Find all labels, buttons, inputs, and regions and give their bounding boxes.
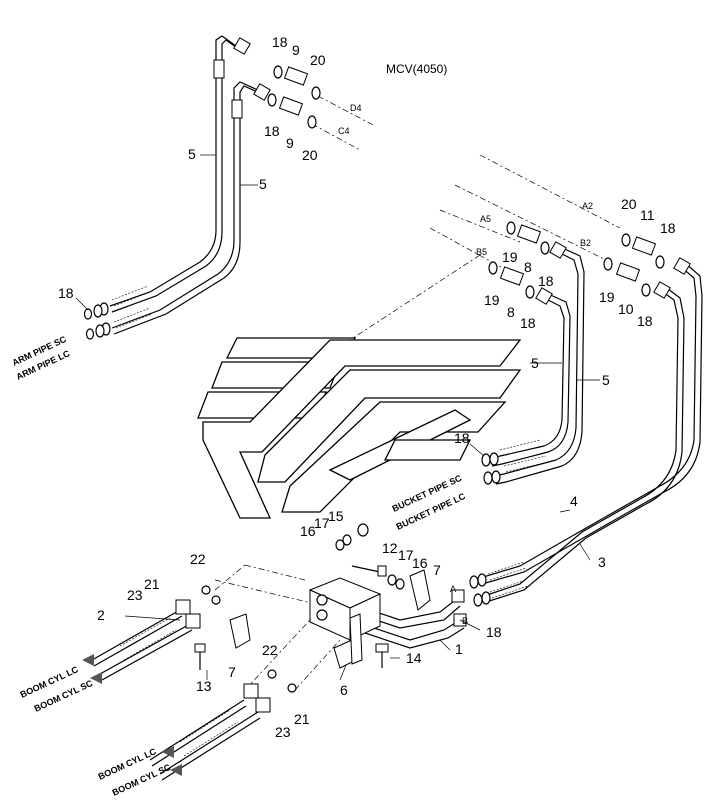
arm-pipe-5a [109, 35, 251, 313]
callout-21: 21 [294, 711, 310, 727]
clamp-7-upper [409, 569, 431, 611]
callout-12: 12 [382, 540, 398, 556]
callout-3: 3 [598, 554, 606, 570]
callout-14: 14 [406, 650, 422, 666]
bolt-13 [194, 643, 206, 670]
callout-9: 9 [286, 135, 294, 151]
boom-hose-2-upper [91, 585, 221, 681]
bolt-12 [351, 565, 387, 577]
callout-18: 18 [272, 34, 288, 50]
bucket-pipe-5c [489, 287, 571, 467]
arrow-icons [82, 654, 182, 776]
callout-1: 1 [455, 641, 463, 657]
washers-15-17 [335, 523, 405, 590]
bucket-pipe-end-fittings [481, 439, 549, 485]
callout-17: 17 [314, 515, 330, 531]
port-label-a5: A5 [480, 214, 491, 224]
callout-19: 19 [599, 289, 615, 305]
boom-hose-2-lower [149, 669, 297, 781]
callout-20: 20 [302, 147, 318, 163]
callout-18: 18 [538, 273, 554, 289]
fitting-9-upper [273, 65, 321, 100]
fitting-9-lower [267, 93, 317, 129]
callout-15: 15 [328, 508, 344, 524]
callout-11: 11 [640, 207, 655, 223]
port-label-c4: C4 [338, 126, 350, 136]
callout-18: 18 [58, 285, 74, 301]
bracket-6 [333, 613, 363, 669]
callout-18: 18 [454, 430, 470, 446]
boom-pipe-4 [479, 257, 703, 585]
fitting-10 [603, 257, 651, 297]
port-label-d4: D4 [350, 103, 362, 113]
callout-18: 18 [660, 220, 676, 236]
bucket-pipe-5d [493, 241, 585, 485]
fitting-11 [621, 233, 665, 269]
callout-8: 8 [507, 304, 515, 320]
block-assembly-1 [308, 577, 467, 649]
boom-pipe-end-fittings [469, 561, 529, 607]
boom-pipe-3 [483, 281, 685, 603]
callout-18: 18 [637, 313, 653, 329]
callout-23: 23 [127, 587, 143, 603]
callout-22: 22 [190, 551, 206, 567]
fitting-8-lower [488, 261, 535, 299]
callout-18: 18 [486, 624, 502, 640]
callout-23: 23 [275, 724, 291, 740]
callout-10: 10 [618, 301, 634, 317]
port-label-b: B [462, 616, 468, 626]
callout-8: 8 [524, 259, 532, 275]
arm-pipe-5b [111, 81, 271, 335]
leader-lines [214, 95, 621, 691]
callout-19: 19 [502, 249, 518, 265]
callout-9: 9 [292, 42, 300, 58]
arm-pipe-end-fittings [83, 285, 153, 340]
callout-20: 20 [310, 52, 326, 68]
clamp-7-lower [229, 613, 251, 649]
callout-17: 17 [398, 547, 414, 563]
callout-5: 5 [531, 355, 539, 371]
callout-2: 2 [97, 607, 105, 623]
callout-7: 7 [228, 664, 236, 680]
watermark-logo [197, 337, 522, 519]
title-mcv: MCV(4050) [386, 62, 447, 76]
callout-6: 6 [340, 682, 348, 698]
callout-5: 5 [188, 146, 196, 162]
fitting-8-upper [506, 221, 550, 255]
callout-5: 5 [602, 372, 610, 388]
callout-22: 22 [262, 642, 278, 658]
callout-13: 13 [196, 678, 212, 694]
callout-5: 5 [259, 176, 267, 192]
callout-20: 20 [621, 196, 637, 212]
port-label-a: A [450, 584, 456, 594]
callout-7: 7 [433, 562, 441, 578]
callout-18: 18 [264, 123, 280, 139]
port-label-a2: A2 [582, 201, 593, 211]
callout-18: 18 [520, 315, 536, 331]
callout-19: 19 [484, 292, 500, 308]
callout-16: 16 [300, 523, 316, 539]
bolt-14 [375, 643, 389, 668]
callout-16: 16 [412, 555, 428, 571]
callout-leads [75, 154, 600, 681]
port-label-b2: B2 [580, 238, 591, 248]
port-label-b5: B5 [476, 247, 487, 257]
callout-4: 4 [570, 493, 578, 509]
callout-21: 21 [144, 576, 160, 592]
